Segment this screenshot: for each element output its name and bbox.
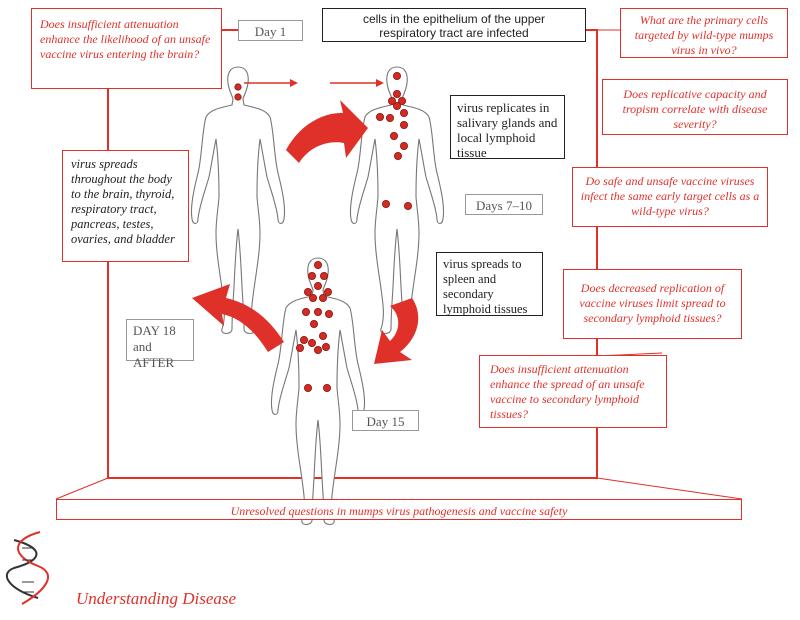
diagram-caption: Unresolved questions in mumps virus path… [56, 499, 742, 520]
stage-day1-text: cells in the epithelium of the upper res… [322, 8, 586, 42]
question-primary-cells: What are the primary cells targeted by w… [620, 8, 788, 58]
brand-name: Understanding Disease [76, 589, 237, 608]
infection-dots-fig3 [295, 260, 333, 392]
base-line-right [596, 477, 743, 500]
label-days-7-10: Days 7–10 [465, 194, 543, 215]
label-day1: Day 1 [238, 20, 303, 41]
curved-arrow-3 [192, 284, 284, 352]
body-figure-3 [270, 257, 366, 526]
infection-dots-fig2 [375, 72, 412, 210]
question-replicative-capacity: Does replicative capacity and tropism co… [602, 79, 788, 135]
question-decreased-replication: Does decreased replication of vaccine vi… [563, 269, 742, 339]
stage-spread-text: virus spreads throughout the body to the… [62, 150, 189, 262]
helix-logo [5, 531, 50, 605]
label-day15: Day 15 [352, 410, 419, 431]
curved-arrow-1 [286, 100, 368, 163]
infection-dots-fig1 [234, 83, 242, 101]
label-day18: DAY 18 and AFTER [126, 319, 194, 370]
curved-arrow-2 [374, 298, 419, 364]
question-lymphoid-spread: Does insufficient attenuation enhance th… [479, 355, 667, 428]
base-line-left [55, 477, 109, 500]
question-brain-entry: Does insufficient attenuation enhance th… [31, 8, 222, 89]
stage-replication-text: virus replicates in salivary glands and … [450, 95, 565, 160]
stage-lymphoid-text: virus spreads to spleen and secondary ly… [436, 252, 543, 316]
question-same-targets: Do safe and unsafe vaccine viruses infec… [572, 167, 768, 227]
